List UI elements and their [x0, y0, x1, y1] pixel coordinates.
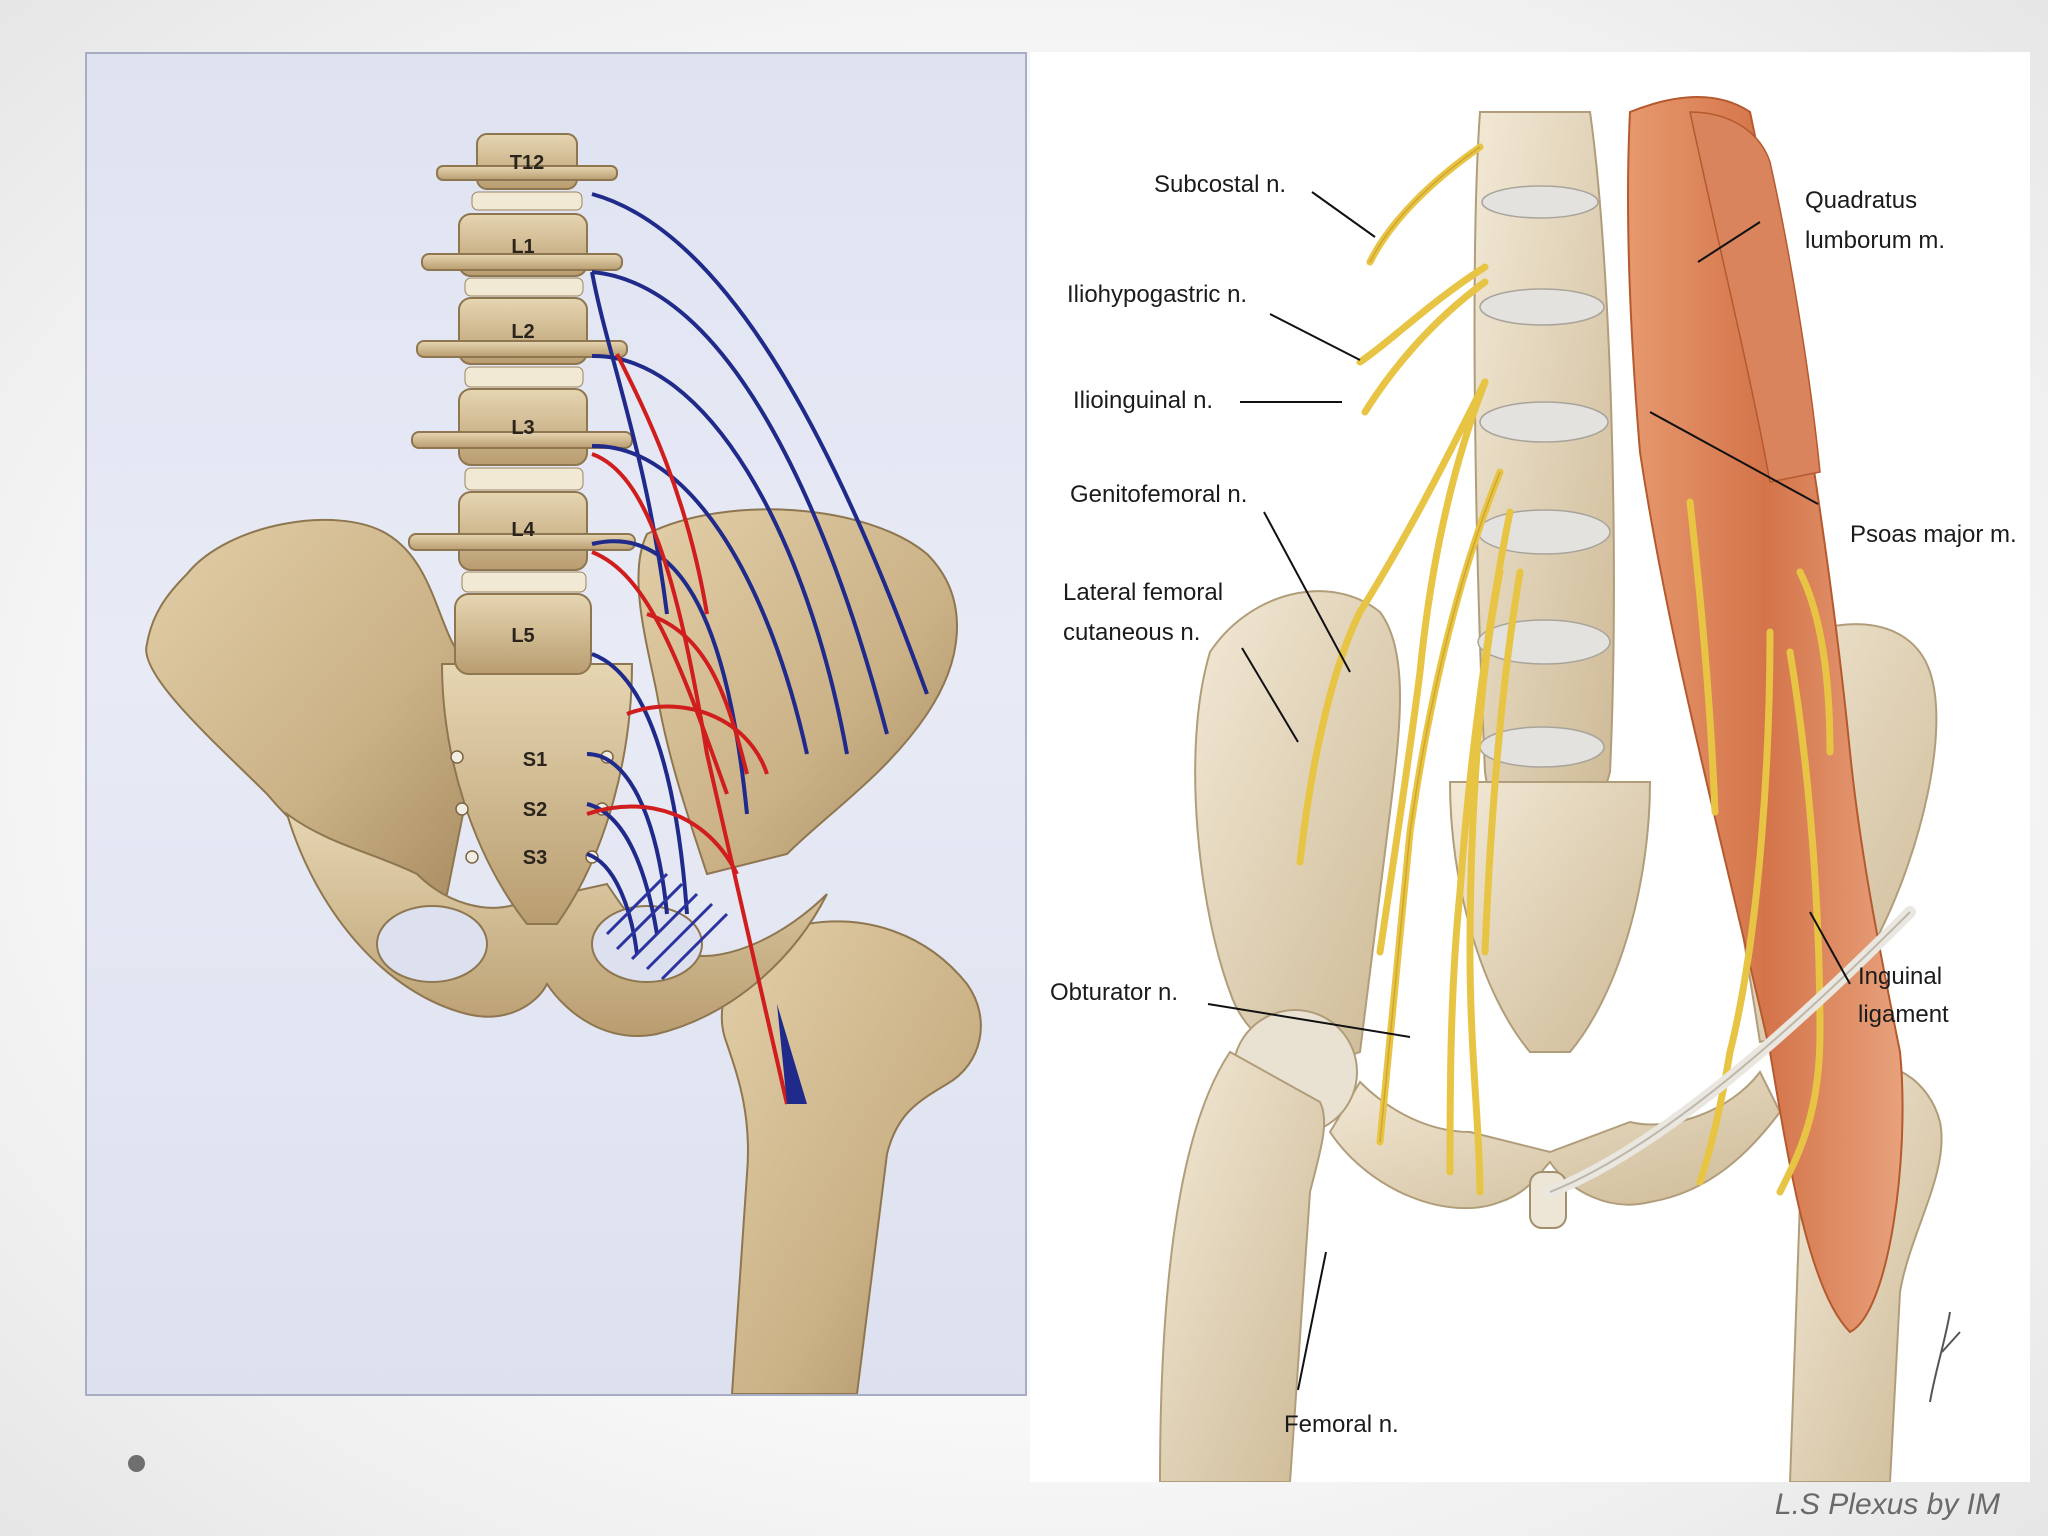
label-L4: L4 [511, 519, 535, 541]
quadratus-lumborum-muscle [1689, 111, 1821, 483]
pubic-symphysis [1529, 1171, 1567, 1229]
right-ilium [637, 508, 958, 876]
label-quadratus-lumborum-line1: Quadratus [1805, 187, 1917, 214]
label-subcostal-nerve: Subcostal n. [1154, 171, 1286, 198]
right-figure-panel: Subcostal n. Iliohypogastric n. Ilioingu… [1030, 52, 2030, 1482]
label-inguinal-ligament-line2: ligament [1858, 1001, 1949, 1028]
left-figure-panel: T12 L1 L2 L3 L4 L5 S1 S2 S3 [85, 52, 1027, 1396]
label-lateral-femoral-cutaneous-line2: cutaneous n. [1063, 619, 1200, 646]
label-L3: L3 [511, 417, 534, 439]
slide-bullet [128, 1455, 145, 1472]
label-L5: L5 [511, 625, 534, 647]
left-obturator-foramen [376, 905, 488, 983]
inguinal-ligament-outline [1549, 911, 1911, 1193]
vertebral-column [408, 133, 636, 675]
label-L1: L1 [511, 236, 534, 258]
label-femoral-nerve: Femoral n. [1284, 1411, 1399, 1438]
label-S3: S3 [523, 847, 547, 869]
label-leader-lines [1207, 191, 1851, 1391]
artist-signature [1929, 1311, 1961, 1403]
blue-nerve-branches [586, 192, 929, 955]
label-inguinal-ligament-line1: Inguinal [1858, 963, 1942, 990]
sciatic-bundle-hatching [605, 872, 729, 981]
label-L2: L2 [511, 321, 534, 343]
label-T12: T12 [510, 152, 544, 174]
right-femur [1158, 1050, 1326, 1482]
label-S2: S2 [523, 799, 547, 821]
label-S1: S1 [523, 749, 547, 771]
label-genitofemoral-nerve: Genitofemoral n. [1070, 481, 1247, 508]
right-pelvis-ilium [1194, 590, 1401, 1061]
label-iliohypogastric-nerve: Iliohypogastric n. [1067, 281, 1247, 308]
label-obturator-nerve: Obturator n. [1050, 979, 1178, 1006]
red-nerve-branches [586, 353, 789, 1105]
lumbosacral-skeleton-illustration: T12 L1 L2 L3 L4 L5 S1 S2 S3 [145, 133, 982, 1394]
label-psoas-major: Psoas major m. [1850, 521, 2017, 548]
label-lateral-femoral-cutaneous-line1: Lateral femoral [1063, 579, 1223, 606]
lumbar-plexus-anterior-illustration: Subcostal n. Iliohypogastric n. Ilioingu… [1050, 96, 2017, 1482]
sciatic-nerve-exit [777, 1004, 807, 1104]
pubic-arch [1328, 1070, 1782, 1210]
label-ilioinguinal-nerve: Ilioinguinal n. [1073, 387, 1213, 414]
slide-footer: L.S Plexus by IM [1774, 1488, 2000, 1521]
sacrum [1448, 781, 1652, 1053]
label-quadratus-lumborum-line2: lumborum m. [1805, 227, 1945, 254]
lumbar-spine [1473, 111, 1615, 834]
